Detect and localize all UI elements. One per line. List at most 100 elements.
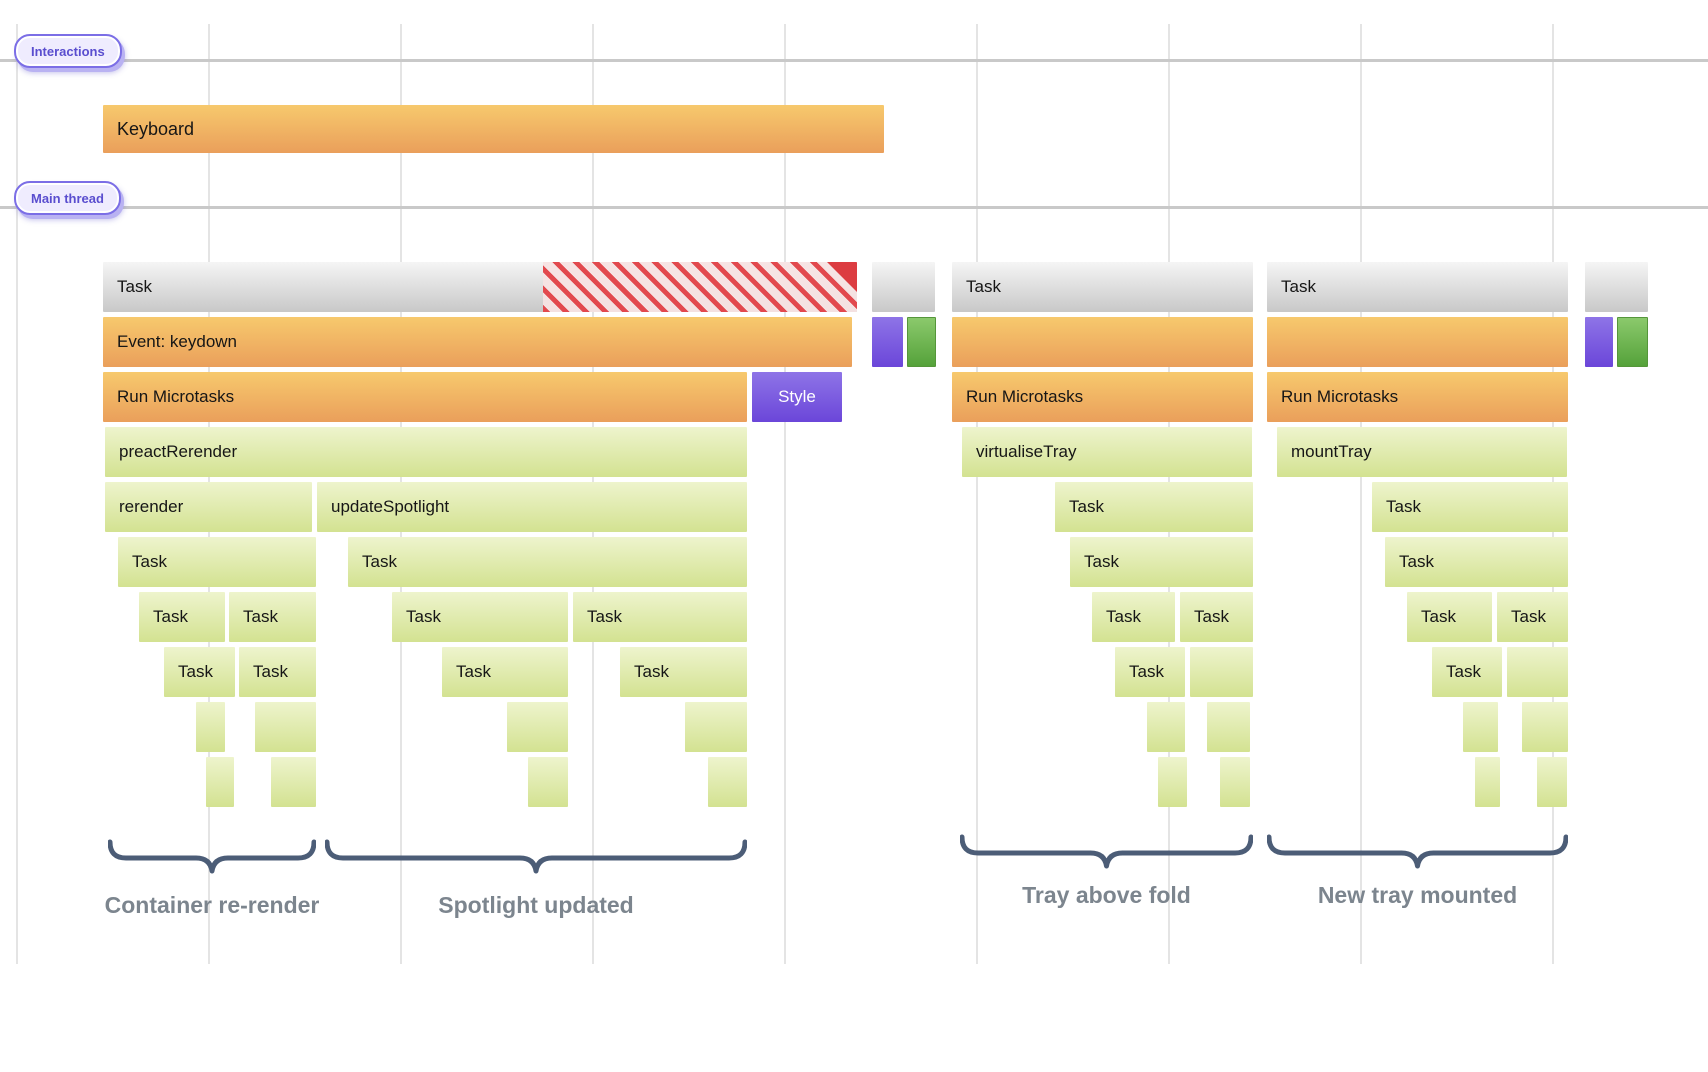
- flame-bar-function[interactable]: [1463, 702, 1498, 752]
- flame-bar-style-block[interactable]: [1585, 317, 1613, 367]
- flame-bar-run-microtasks[interactable]: Run Microtasks: [1267, 372, 1568, 422]
- interactions-track-pill[interactable]: Interactions: [14, 34, 122, 68]
- flame-bar-label: Task: [1511, 607, 1546, 626]
- long-task-alert-triangle-icon: [827, 262, 857, 292]
- flame-bar-function[interactable]: [196, 702, 225, 752]
- flame-bar-label: Task: [966, 277, 1001, 296]
- flame-bar-function[interactable]: Task: [229, 592, 316, 642]
- flame-bar-task[interactable]: Task: [952, 262, 1253, 312]
- flame-bar-function[interactable]: Task: [348, 537, 747, 587]
- flame-bar-function[interactable]: [708, 757, 747, 807]
- flame-bar-function[interactable]: [1147, 702, 1185, 752]
- annotation-label: Tray above fold: [1022, 882, 1191, 908]
- flame-bar-function[interactable]: Task: [1372, 482, 1568, 532]
- flame-bar-function[interactable]: Task: [118, 537, 316, 587]
- flame-bar-function[interactable]: Task: [1432, 647, 1502, 697]
- track-separator-interactions: [0, 59, 1708, 62]
- flame-bar-label: Run Microtasks: [966, 387, 1084, 406]
- flame-bar-gc-block[interactable]: [907, 317, 936, 367]
- flame-bar-label: Task: [117, 277, 152, 296]
- flame-bar-function[interactable]: [1207, 702, 1250, 752]
- annotation-label: Container re-render: [104, 892, 320, 918]
- flame-bar-function[interactable]: Task: [1070, 537, 1253, 587]
- long-task-hatch-overlay: [543, 262, 857, 312]
- flame-bar-function[interactable]: mountTray: [1277, 427, 1567, 477]
- flame-bar-label: Task: [406, 607, 441, 626]
- flame-bar-function[interactable]: Task: [620, 647, 747, 697]
- flame-bar-label: virtualiseTray: [976, 442, 1077, 461]
- flame-bar-function[interactable]: rerender: [105, 482, 312, 532]
- flame-bar-label: Run Microtasks: [117, 387, 235, 406]
- flame-bar-label: Task: [1421, 607, 1456, 626]
- flame-bar-function[interactable]: [1537, 757, 1567, 807]
- interaction-event-keyboard[interactable]: Keyboard: [103, 105, 884, 153]
- flame-bar-function[interactable]: Task: [1385, 537, 1568, 587]
- flame-bar-label: Task: [1386, 497, 1421, 516]
- flame-bar-function[interactable]: [1475, 757, 1500, 807]
- flame-bar-function[interactable]: [255, 702, 316, 752]
- flame-bar-function[interactable]: Task: [1497, 592, 1568, 642]
- gridline: [784, 24, 786, 964]
- flame-bar-label: preactRerender: [119, 442, 238, 461]
- flame-bar-function[interactable]: Task: [164, 647, 235, 697]
- flame-bar-gc-block[interactable]: [1617, 317, 1648, 367]
- flame-bar-label: mountTray: [1291, 442, 1372, 461]
- flame-bar-label: updateSpotlight: [331, 497, 450, 516]
- flame-bar-label: Event: keydown: [117, 332, 238, 351]
- flame-bar-function[interactable]: Task: [239, 647, 316, 697]
- flame-bar-function[interactable]: Task: [1407, 592, 1492, 642]
- flame-bar-function[interactable]: [507, 702, 568, 752]
- flame-bar-function[interactable]: Task: [392, 592, 568, 642]
- flame-bar-function[interactable]: [206, 757, 234, 807]
- flame-bar-task[interactable]: [872, 262, 935, 312]
- flame-bar-function[interactable]: [1220, 757, 1250, 807]
- flame-bar-run-microtasks[interactable]: Run Microtasks: [952, 372, 1253, 422]
- gridline: [1360, 24, 1362, 964]
- gridline: [976, 24, 978, 964]
- flame-bar-function[interactable]: Task: [1092, 592, 1175, 642]
- annotation-brace: [108, 839, 316, 874]
- flame-bar-label: Task: [1281, 277, 1316, 296]
- flame-bar-function[interactable]: virtualiseTray: [962, 427, 1252, 477]
- flame-bar-event[interactable]: Event: keydown: [103, 317, 852, 367]
- flame-bar-function[interactable]: [271, 757, 316, 807]
- flame-bar-event[interactable]: [1267, 317, 1568, 367]
- flame-bar-function[interactable]: Task: [1115, 647, 1185, 697]
- flame-bar-label: Task: [456, 662, 491, 681]
- gridline: [16, 24, 18, 964]
- flame-bar-function[interactable]: preactRerender: [105, 427, 747, 477]
- flame-bar-task[interactable]: Task: [103, 262, 857, 312]
- flame-bar-function[interactable]: Task: [573, 592, 747, 642]
- flame-bar-function[interactable]: [1507, 647, 1568, 697]
- flame-bar-task[interactable]: Task: [1267, 262, 1568, 312]
- flame-bar-function[interactable]: [1190, 647, 1253, 697]
- flame-bar-function[interactable]: Task: [139, 592, 225, 642]
- flame-bar-function[interactable]: Task: [442, 647, 568, 697]
- flame-bar-task[interactable]: [1585, 262, 1648, 312]
- flame-bar-event[interactable]: [952, 317, 1253, 367]
- flame-bar-label: Task: [132, 552, 167, 571]
- flame-bar-label: Task: [362, 552, 397, 571]
- main-thread-track-pill[interactable]: Main thread: [14, 181, 121, 215]
- flame-bar-function[interactable]: [1522, 702, 1568, 752]
- flame-bar-label: Task: [1106, 607, 1141, 626]
- flame-bar-label: Task: [1084, 552, 1119, 571]
- flame-bar-run-microtasks[interactable]: Run Microtasks: [103, 372, 747, 422]
- flame-bar-label: Task: [1069, 497, 1104, 516]
- annotation-label: New tray mounted: [1317, 882, 1518, 908]
- flame-bar-function[interactable]: [528, 757, 568, 807]
- track-separator-main-thread: [0, 206, 1708, 209]
- flame-bar-function[interactable]: [1158, 757, 1187, 807]
- flame-bar-label: rerender: [119, 497, 184, 516]
- flame-bar-function[interactable]: Task: [1055, 482, 1253, 532]
- flame-bar-label: Task: [153, 607, 188, 626]
- annotation-brace: [1267, 834, 1568, 869]
- flame-bar-label: Run Microtasks: [1281, 387, 1399, 406]
- flame-bar-style-block[interactable]: [872, 317, 903, 367]
- flame-bar-function[interactable]: Task: [1180, 592, 1253, 642]
- flame-bar-function[interactable]: [685, 702, 747, 752]
- flame-bar-function[interactable]: updateSpotlight: [317, 482, 747, 532]
- flame-bar-style[interactable]: Style: [752, 372, 842, 422]
- flame-bar-label: Task: [587, 607, 622, 626]
